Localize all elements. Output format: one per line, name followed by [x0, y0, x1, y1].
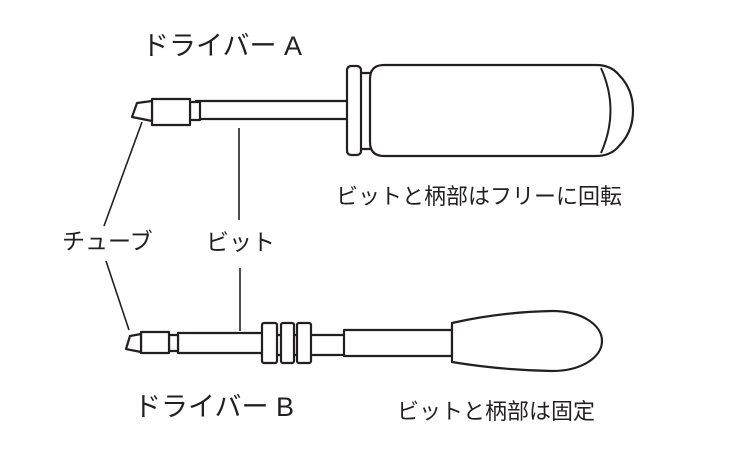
driver-a-title: ドライバー A — [142, 31, 302, 61]
driver-b-blade-tip — [124, 332, 143, 354]
driver-b-chuck-ring-3 — [295, 321, 313, 365]
driver-a — [130, 63, 635, 158]
tube-leader-upper — [103, 121, 143, 227]
driver-a-collar-band — [188, 100, 202, 122]
driver-a-endcap-line — [600, 67, 612, 154]
driver-a-ferrule — [345, 64, 363, 157]
leader-lines — [103, 121, 241, 331]
driver-b-chuck-ring-2 — [279, 321, 296, 365]
driver-a-tube — [150, 97, 192, 127]
driver-b-bolster — [342, 328, 454, 358]
driver-b — [124, 309, 604, 373]
driver-b-note: ビットと柄部は固定 — [397, 399, 596, 424]
driver-a-shaft — [194, 99, 351, 121]
driver-a-handle — [368, 63, 635, 158]
driver-b-tube — [139, 330, 171, 355]
driver-b-handle — [450, 309, 604, 373]
bit-label: ビット — [206, 229, 275, 255]
tube-label: チューブ — [62, 228, 153, 254]
driver-a-note: ビットと柄部はフリーに回転 — [336, 184, 623, 209]
tube-leader-lower — [105, 260, 130, 331]
driver-b-title: ドライバー B — [134, 392, 294, 422]
driver-b-collar-band — [167, 333, 180, 353]
driver-b-bit-shaft — [176, 331, 266, 355]
driver-b-chuck-ring-1 — [260, 321, 279, 365]
driver-a-blade-tip — [130, 99, 154, 123]
